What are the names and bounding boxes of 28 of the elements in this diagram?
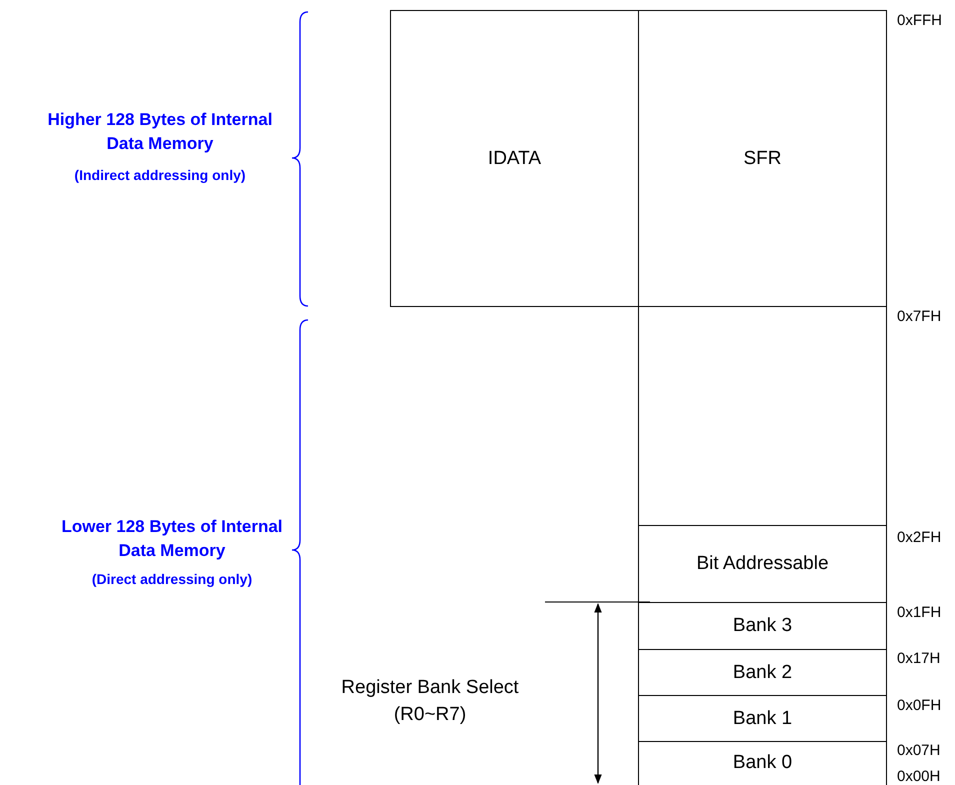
address-label: 0x7FH	[897, 308, 942, 325]
addressing-note: (Indirect addressing only)	[74, 167, 246, 183]
memory-region	[390, 10, 639, 307]
address-label: 0x07H	[897, 742, 940, 759]
region-label: Bank 1	[732, 708, 792, 730]
address-label: 0x2FH	[897, 529, 942, 546]
address-label: 0xFFH	[897, 12, 942, 29]
register-bank	[638, 649, 887, 696]
region-label: SFR	[744, 148, 782, 170]
addressing-note: (Direct addressing only)	[92, 571, 252, 587]
memory-region	[638, 306, 887, 526]
region-description: Lower 128 Bytes of Internal Data Memory	[61, 517, 283, 560]
register-bank	[638, 695, 887, 742]
address-label: 0x00H	[897, 768, 940, 785]
region-label: Bank 0	[732, 752, 792, 774]
register-bank	[638, 602, 887, 650]
register-bank	[638, 741, 887, 785]
memory-region	[638, 525, 887, 603]
region-label: Bank 2	[732, 662, 792, 684]
region-description: Higher 128 Bytes of Internal Data Memory	[48, 110, 272, 153]
region-label: Bank 3	[732, 615, 792, 637]
dimension-label: Register Bank Select (R0~R7)	[341, 677, 519, 725]
address-label: 0x0FH	[897, 697, 942, 714]
region-label: IDATA	[488, 148, 542, 170]
memory-region	[638, 10, 887, 307]
address-label: 0x17H	[897, 650, 940, 667]
region-label: Bit Addressable	[696, 553, 829, 575]
address-label: 0x1FH	[897, 604, 942, 621]
